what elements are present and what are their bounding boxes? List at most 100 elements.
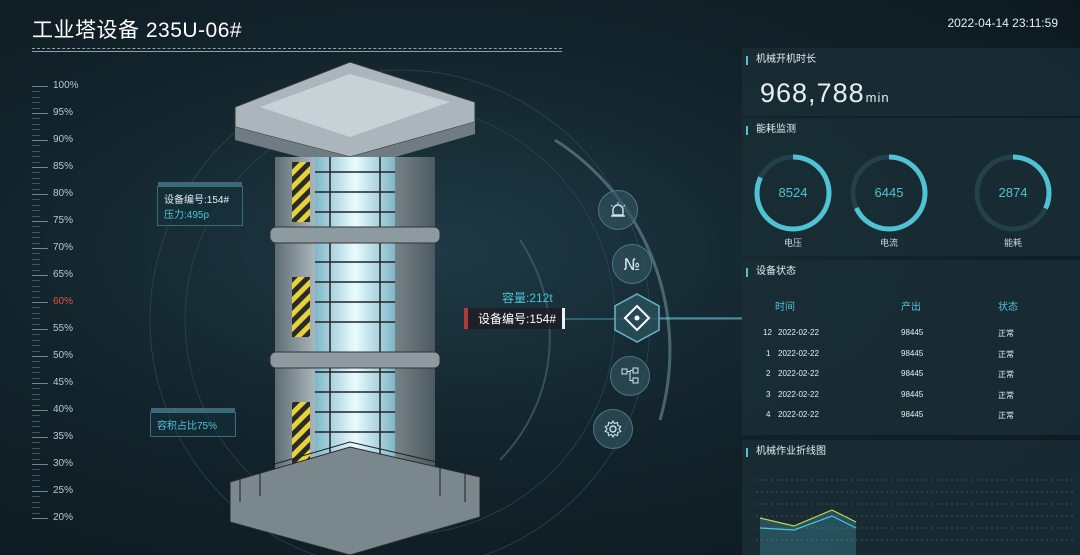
row-index: 12 <box>763 328 772 337</box>
ruler-minor-tick <box>32 366 40 368</box>
alarm-icon[interactable] <box>598 190 638 230</box>
row-state: 正常 <box>998 390 1014 400</box>
ruler-minor-tick <box>32 501 40 503</box>
ruler-minor-tick <box>32 415 40 417</box>
ruler-major-tick <box>32 383 48 384</box>
target-diamond-icon[interactable] <box>613 292 661 344</box>
ruler-minor-tick <box>32 420 40 422</box>
gauge-fill <box>850 154 928 232</box>
ruler-minor-tick <box>32 150 40 152</box>
gauge-ring: 6445 <box>850 154 928 232</box>
number-sign-icon[interactable]: № <box>612 244 652 284</box>
ruler-major-tick <box>32 86 48 87</box>
percentage-ruler: 100%95%90%85%80%75%70%65%60%55%50%45%40%… <box>0 70 110 550</box>
ruler-minor-tick <box>32 96 40 98</box>
ruler-label: 45% <box>53 377 74 388</box>
runtime-panel: 机械开机时长 <box>742 48 1080 116</box>
settings-gear-icon[interactable] <box>593 409 633 449</box>
line-chart-panel: 机械作业折线图 <box>742 440 1080 555</box>
ruler-major-tick <box>32 329 48 330</box>
ruler-minor-tick <box>32 334 40 336</box>
device-number-label: 设备编号:154# <box>164 195 230 206</box>
ruler-minor-tick <box>32 404 40 406</box>
ruler-minor-tick <box>32 269 40 271</box>
ruler-minor-tick <box>32 123 40 125</box>
status-header-state: 状态 <box>998 302 1018 313</box>
ruler-minor-tick <box>32 156 40 158</box>
ruler-minor-tick <box>32 280 40 282</box>
ruler-minor-tick <box>32 172 40 174</box>
gauge-ring: 2874 <box>974 154 1052 232</box>
ruler-major-tick <box>32 437 48 438</box>
page-title: 工业塔设备 235U-06# <box>32 19 243 42</box>
ruler-minor-tick <box>32 377 40 379</box>
ruler-minor-tick <box>32 339 40 341</box>
row-date: 2022-02-22 <box>778 328 819 337</box>
device-info-box: 设备编号:154# 压力:495p <box>157 182 243 226</box>
ruler-major-tick <box>32 491 48 492</box>
ruler-label: 25% <box>53 485 74 496</box>
ruler-minor-tick <box>32 372 40 374</box>
ruler-major-tick <box>32 302 48 303</box>
gauge-fill <box>754 154 832 232</box>
ruler-label: 90% <box>53 134 74 145</box>
ruler-major-tick <box>32 410 48 411</box>
ruler-label: 75% <box>53 215 74 226</box>
ruler-minor-tick <box>32 161 40 163</box>
runtime-unit: min <box>865 90 890 105</box>
flow-chart-icon[interactable] <box>610 356 650 396</box>
row-output: 98445 <box>901 369 924 378</box>
ruler-minor-tick <box>32 361 40 363</box>
ruler-minor-tick <box>32 188 40 190</box>
row-state: 正常 <box>998 370 1014 379</box>
row-output: 98445 <box>901 328 924 337</box>
row-output: 98445 <box>901 348 924 358</box>
gauge-ring: 8524 <box>754 154 832 232</box>
ruler-minor-tick <box>32 323 40 325</box>
ruler-label: 50% <box>53 350 74 361</box>
line-chart-title: 机械作业折线图 <box>742 440 1080 464</box>
row-state: 正常 <box>998 329 1014 338</box>
ruler-minor-tick <box>32 496 40 498</box>
runtime-number: 968,788 <box>760 78 865 108</box>
energy-title: 能耗监测 <box>742 118 1080 142</box>
device-tag: 设备编号:154# <box>464 308 566 329</box>
ruler-label: 40% <box>53 404 74 415</box>
ruler-label: 55% <box>53 323 74 334</box>
ruler-label: 65% <box>53 269 74 280</box>
gauge-value: 6445 <box>875 185 904 200</box>
energy-panel: 能耗监测 <box>742 118 1080 256</box>
ruler-minor-tick <box>32 469 40 471</box>
row-index: 2 <box>766 369 771 378</box>
ruler-label: 35% <box>53 431 74 442</box>
ruler-minor-tick <box>32 183 40 185</box>
ruler-minor-tick <box>32 318 40 320</box>
ruler-minor-tick <box>32 145 40 147</box>
ruler-minor-tick <box>32 431 40 433</box>
ruler-minor-tick <box>32 107 40 109</box>
ruler-minor-tick <box>32 447 40 449</box>
ruler-label: 20% <box>53 512 74 523</box>
ruler-label: 30% <box>53 458 74 469</box>
ruler-label: 70% <box>53 242 74 253</box>
work-line-chart <box>756 479 1076 555</box>
row-output: 98445 <box>901 389 924 399</box>
ruler-major-tick <box>32 140 48 141</box>
ruler-major-tick <box>32 275 48 276</box>
ruler-minor-tick <box>32 350 40 352</box>
ruler-minor-tick <box>32 134 40 136</box>
status-header-output: 产出 <box>901 302 921 313</box>
ruler-label: 100% <box>53 80 79 91</box>
ruler-minor-tick <box>32 388 40 390</box>
tower-illustration <box>230 62 480 555</box>
ruler-major-tick <box>32 518 48 519</box>
ruler-major-tick <box>32 194 48 195</box>
ruler-minor-tick <box>32 118 40 120</box>
volume-ratio-label: 容积占比75% <box>157 421 218 432</box>
ruler-minor-tick <box>32 453 40 455</box>
status-panel: 设备状态 <box>742 260 1080 435</box>
gauge-label: 电流 <box>879 238 898 248</box>
gauge-label: 电压 <box>783 238 802 248</box>
ruler-minor-tick <box>32 426 40 428</box>
ruler-minor-tick <box>32 507 40 509</box>
